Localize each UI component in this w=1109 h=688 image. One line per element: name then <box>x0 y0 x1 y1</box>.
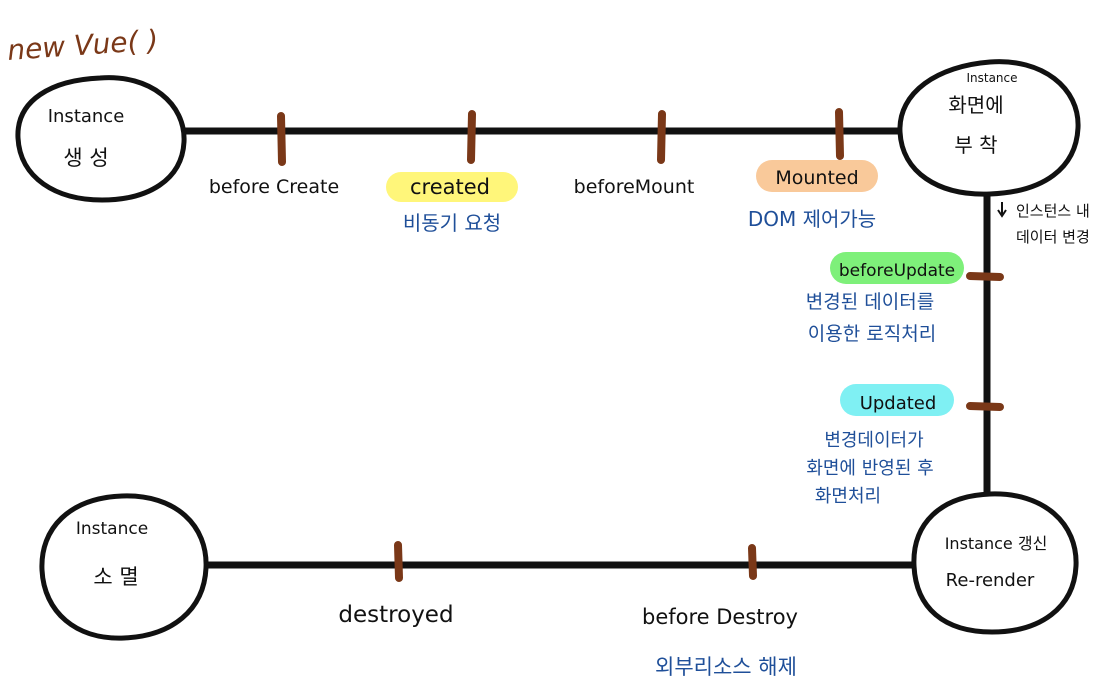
hook-note-created: 비동기 요청 <box>403 211 501 235</box>
side-note-line2: 데이터 변경 <box>1016 228 1090 246</box>
hook-label-destroyed: destroyed <box>338 602 453 628</box>
side-note-line1: 인스턴스 내 <box>1016 202 1090 220</box>
tick-before-update <box>966 272 1004 281</box>
node-create: Instance 생 성 <box>15 75 187 203</box>
mounted-highlight <box>756 160 878 192</box>
hook-note-before-update-1: 변경된 데이터를 <box>806 291 934 313</box>
hook-label-before-create: before Create <box>209 176 339 198</box>
updated-highlight <box>840 384 954 416</box>
tick-before-create <box>277 112 286 166</box>
tick-before-mount <box>657 110 666 164</box>
node-create-top: Instance <box>48 106 125 127</box>
hook-ticks <box>277 108 1004 582</box>
tick-created <box>467 110 476 164</box>
tick-destroyed <box>394 541 403 582</box>
lifecycle-lines <box>179 127 991 569</box>
tick-updated <box>966 402 1004 411</box>
arrow-down-icon <box>997 202 1007 218</box>
hook-label-before-mount: beforeMount <box>574 176 695 198</box>
hook-label-mounted: Mounted <box>775 167 858 189</box>
hook-note-updated-3: 화면처리 <box>815 486 881 507</box>
node-mount-line2: 부 착 <box>954 133 997 157</box>
created-highlight <box>386 172 518 202</box>
node-destroy-bottom: 소 멸 <box>93 565 138 589</box>
node-update: Instance 갱신 Re-render <box>911 491 1079 635</box>
hook-label-created: created <box>410 175 490 199</box>
node-create-bottom: 생 성 <box>63 146 108 170</box>
hook-note-mounted: DOM 제어가능 <box>748 207 876 231</box>
node-update-line1: Instance 갱신 <box>945 534 1048 553</box>
hook-note-before-update-2: 이용한 로직처리 <box>808 323 936 345</box>
node-mount: Instance 화면에 부 착 <box>897 59 1081 197</box>
hook-note-before-destroy: 외부리소스 해제 <box>655 655 797 679</box>
tick-before-destroy <box>748 544 757 580</box>
node-destroy: Instance 소 멸 <box>39 493 209 641</box>
node-mount-line1: 화면에 <box>948 93 1003 117</box>
node-destroy-top: Instance <box>76 519 148 539</box>
before-update-highlight <box>830 252 964 284</box>
diagram-title: new Vue( ) <box>6 24 159 67</box>
hook-label-before-update: beforeUpdate <box>839 261 955 281</box>
hook-note-updated-2: 화면에 반영된 후 <box>806 458 933 479</box>
node-update-line2: Re-render <box>946 570 1035 591</box>
tick-mounted <box>835 108 844 160</box>
hook-note-updated-1: 변경데이터가 <box>824 430 923 451</box>
hook-label-updated: Updated <box>860 393 937 414</box>
hook-label-before-destroy: before Destroy <box>642 605 798 629</box>
node-mount-top: Instance <box>966 71 1017 85</box>
